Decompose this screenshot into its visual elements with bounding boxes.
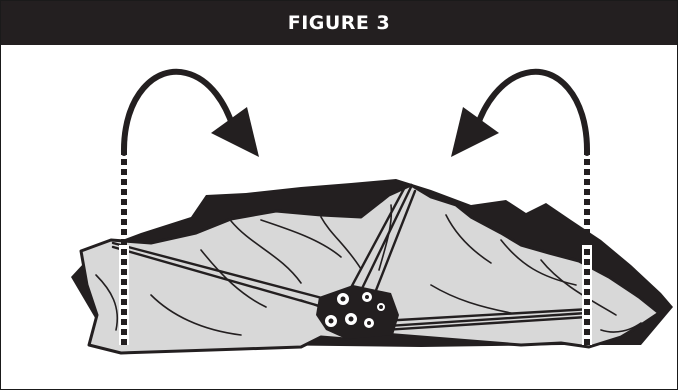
figure-title: FIGURE 3 (288, 12, 391, 34)
figure-header: FIGURE 3 (1, 1, 677, 45)
tent-fold-illustration (1, 45, 677, 389)
